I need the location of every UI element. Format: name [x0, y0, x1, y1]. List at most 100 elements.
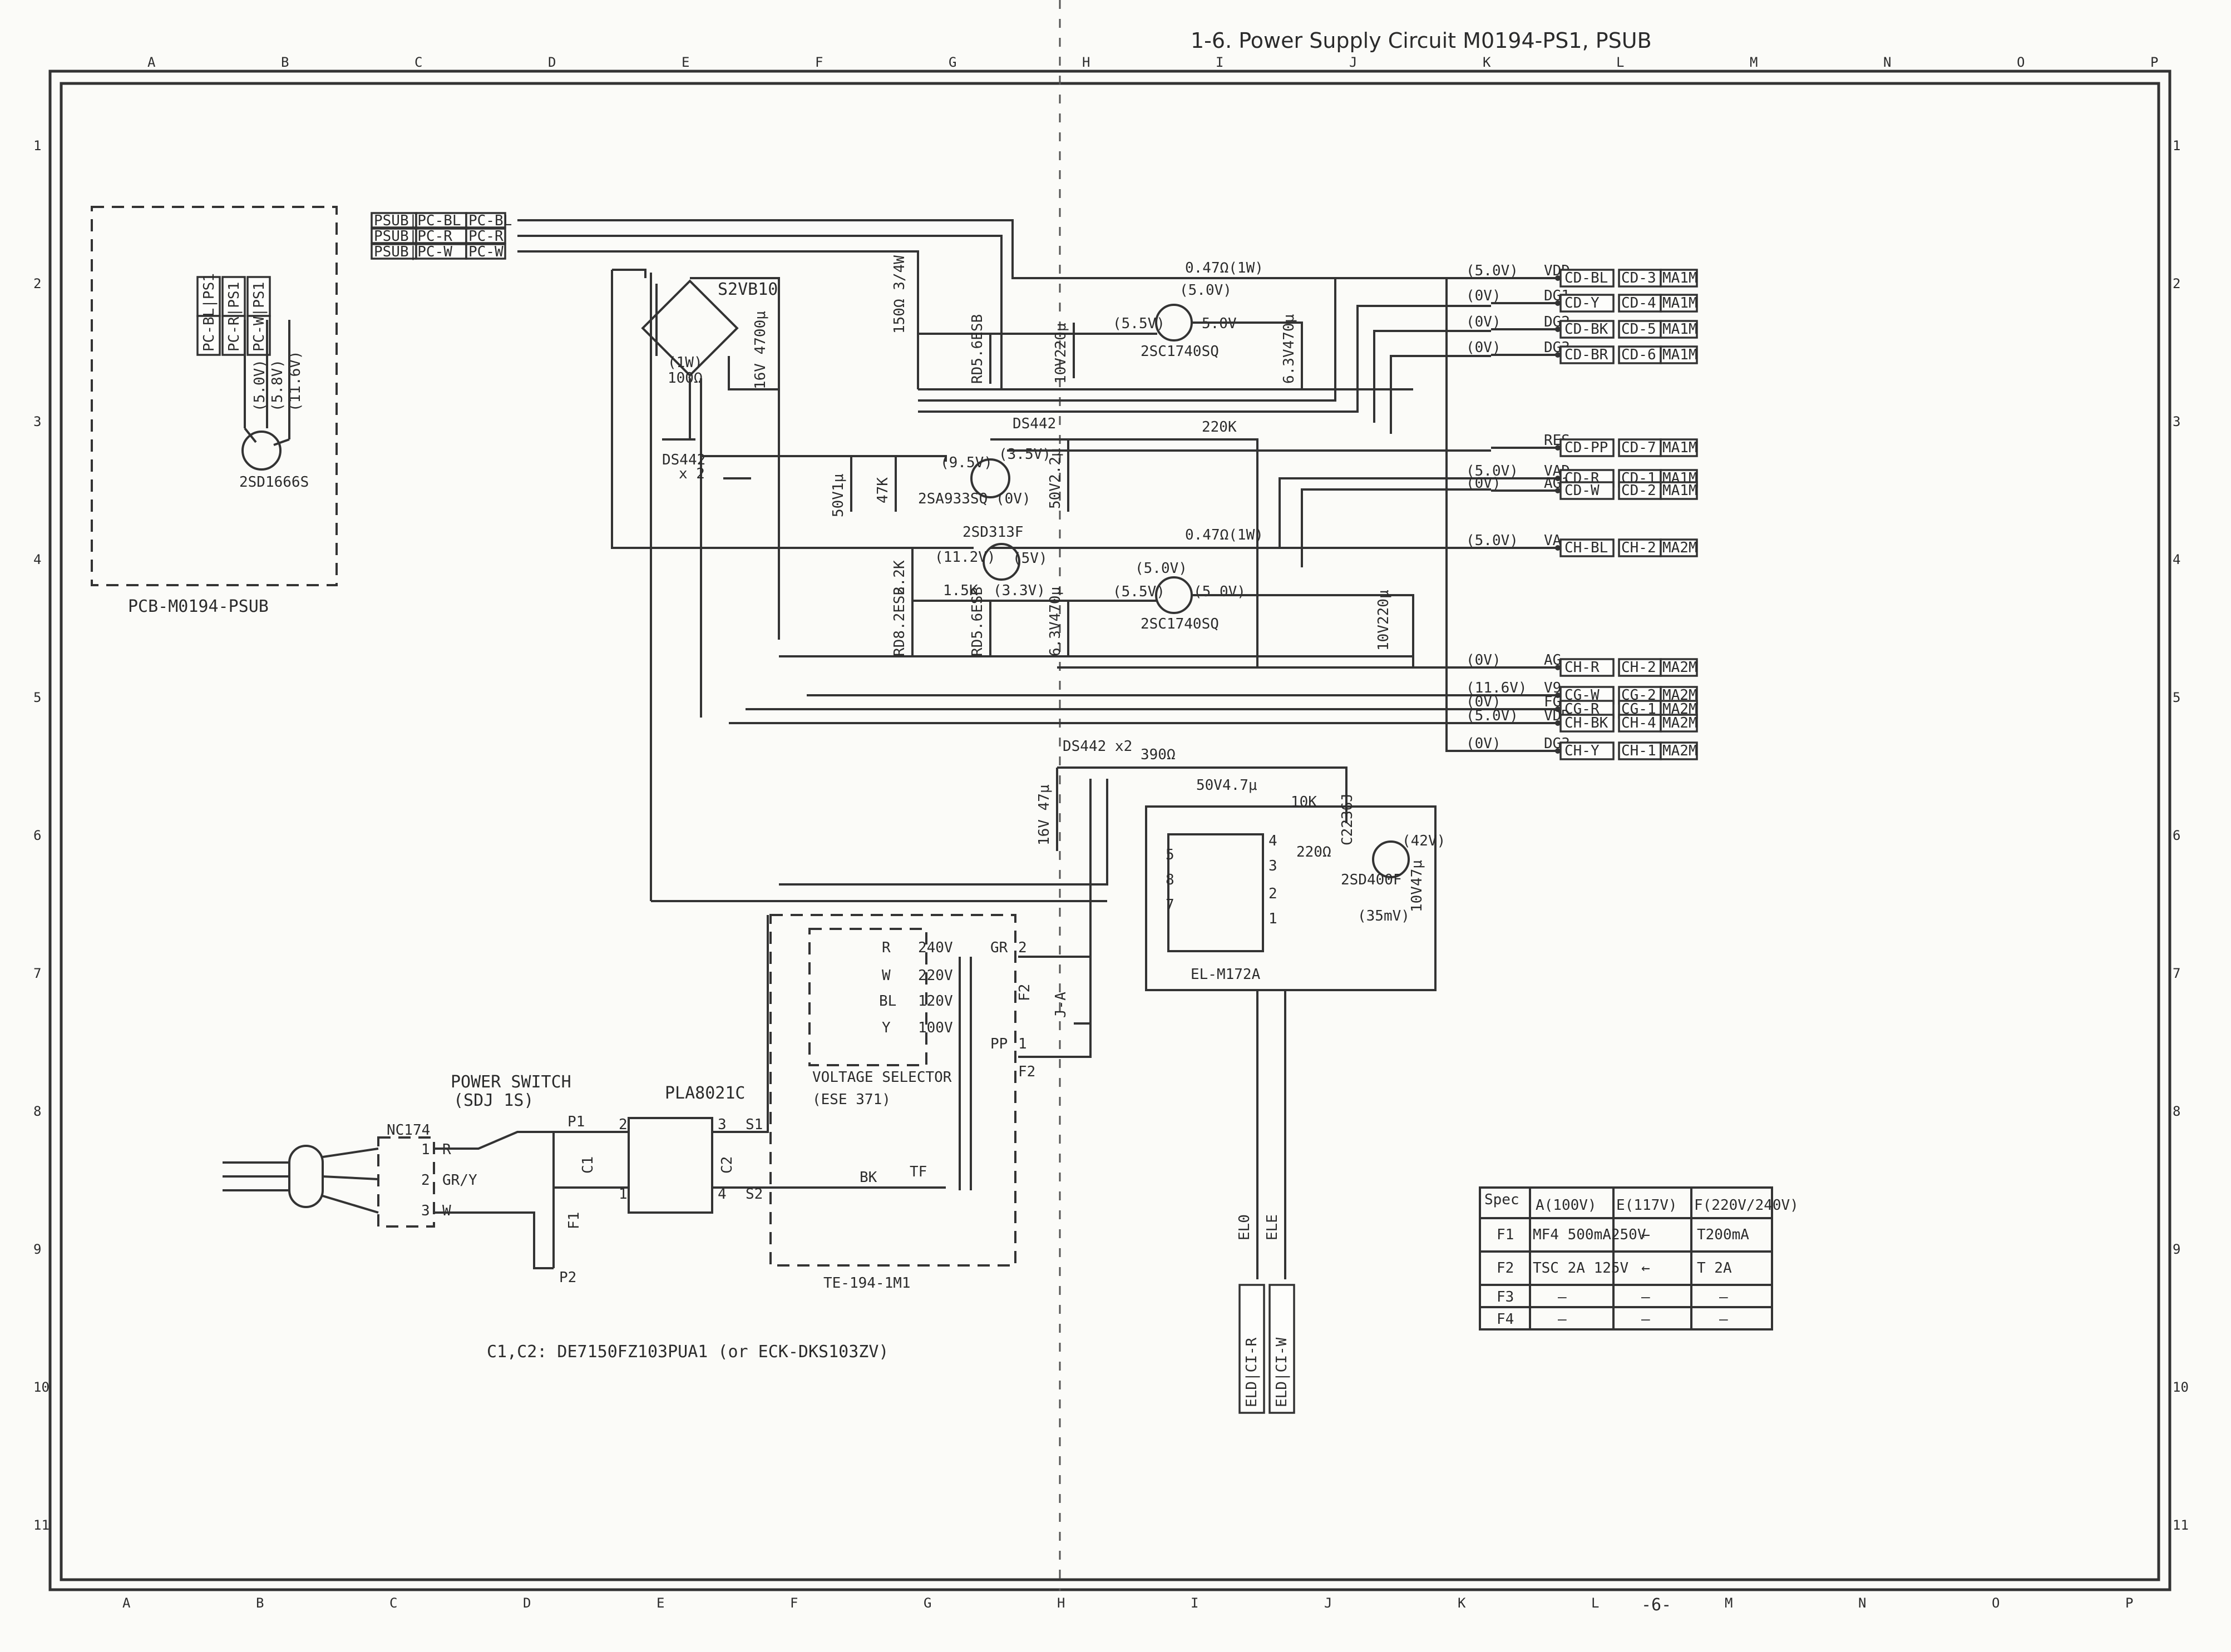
- input-plug-1: PSUB|PC-BL: [374, 212, 461, 229]
- ds442x2-count: x 2: [679, 466, 705, 482]
- tap-w-volt: 220V: [918, 967, 953, 984]
- grid-col-bottom: N: [1858, 1595, 1866, 1611]
- nc-num-2: 2: [421, 1172, 430, 1189]
- el-pin-4: 4: [1268, 833, 1277, 849]
- q-res-collector: (0V): [996, 491, 1031, 507]
- p1-label: P1: [567, 1114, 585, 1130]
- psub-connector-2: PC-R|PS1: [226, 282, 243, 352]
- input-target-1: PC-BL: [468, 212, 512, 229]
- r-22k-label: 2.2K: [891, 560, 908, 595]
- ds442-label: DS442: [1013, 416, 1056, 432]
- q-el-label: 2SD400F: [1341, 872, 1402, 888]
- tap-y-volt: 100V: [918, 1020, 953, 1036]
- output-plug: CD-BR: [1564, 347, 1608, 363]
- output-dest: CH-1: [1621, 743, 1656, 759]
- tap-r: R: [882, 939, 891, 956]
- sec-gr: GR: [990, 939, 1008, 956]
- nc174-label: NC174: [387, 1122, 430, 1139]
- q-va1-label: 2SD313F: [963, 524, 1024, 541]
- grid-row-left: 9: [33, 1242, 41, 1257]
- grid-col-bottom: F: [790, 1595, 798, 1611]
- grid-col-top: O: [2017, 55, 2025, 70]
- input-target-2: PC-R: [468, 228, 504, 245]
- tap-bl-volt: 120V: [918, 993, 953, 1010]
- ds442x2-label: DS442: [662, 452, 705, 468]
- psub-transistor-label: 2SD1666S: [239, 474, 309, 491]
- r-10k-label: 10K: [1291, 794, 1317, 810]
- q-vdd-base: (5.5V): [1113, 315, 1165, 332]
- q-res-symbol: [970, 458, 1010, 498]
- r-fuse-label: (1W): [668, 354, 703, 371]
- q-res-base: (9.5V): [940, 454, 993, 471]
- grid-row-right: 2: [2173, 276, 2180, 291]
- q-va1-symbol: [983, 543, 1020, 581]
- psub-connector-1: PC-BL|PS1: [201, 273, 218, 352]
- output-dest: CD-7: [1621, 439, 1656, 456]
- grid-col-top: E: [682, 55, 689, 70]
- psub-volt-1: (5.0V): [251, 359, 268, 412]
- grid-row-left: 7: [33, 966, 41, 981]
- c-16v47-label: 16V 47μ: [1036, 784, 1053, 845]
- c-50v47-label: 50V4.7μ: [1196, 777, 1257, 794]
- grid-row-right: 9: [2173, 1242, 2180, 1257]
- zener1-label: RD5.6ESB: [969, 314, 986, 384]
- grid-col-bottom: K: [1458, 1595, 1466, 1611]
- output-voltage: (0V): [1466, 652, 1501, 669]
- grid-col-top: B: [281, 55, 289, 70]
- el-pin-2: 2: [1268, 886, 1277, 902]
- q-va2-label: 2SC1740SQ: [1141, 616, 1219, 632]
- grid-col-top: C: [414, 55, 422, 70]
- nc-num-3: 3: [421, 1203, 430, 1219]
- el-pin-5: 5: [1166, 847, 1174, 863]
- grid-row-right: 11: [2173, 1517, 2189, 1533]
- sec-pin-1: 1: [1018, 1036, 1027, 1052]
- bridge-label: S2VB10: [718, 280, 778, 299]
- grid-row-right: 1: [2173, 138, 2180, 154]
- voltage-selector-box: [808, 928, 927, 1066]
- grid-col-top: D: [548, 55, 556, 70]
- el-conn-1: ELD|CI-W: [1274, 1337, 1290, 1407]
- output-voltage: (0V): [1466, 288, 1501, 304]
- q-el-symbol: [1372, 840, 1410, 878]
- power-switch-part: (SDJ 1S): [453, 1091, 534, 1110]
- zener2-label: RD8.2ESB: [891, 587, 908, 656]
- c-63v470-label: 6.3V470μ: [1281, 314, 1297, 384]
- output-plug: CD-PP: [1564, 439, 1608, 456]
- r-47k-label: 47K: [875, 477, 891, 503]
- output-voltage: (0V): [1466, 314, 1501, 330]
- fuse-f4-a: —: [1558, 1311, 1567, 1328]
- r-220-label: 220Ω: [1296, 844, 1331, 860]
- r-220k-label: 220K: [1202, 419, 1237, 436]
- tf-label: TF: [910, 1164, 927, 1180]
- el-out-1: ELE: [1264, 1214, 1281, 1240]
- sec-f2: F2: [1016, 984, 1033, 1001]
- output-plug: CD-BL: [1564, 270, 1608, 286]
- transformer-outline: [769, 914, 1016, 1267]
- q-va1-emitter: (5V): [1013, 550, 1048, 567]
- grid-row-right: 3: [2173, 414, 2180, 429]
- output-voltage: (5.0V): [1466, 532, 1518, 549]
- q-res-label: 2SA933SQ: [918, 491, 988, 507]
- f2-label: F2: [1018, 1064, 1035, 1080]
- output-voltage: (0V): [1466, 339, 1501, 356]
- fuse-f1-a: MF4 500mA250V: [1533, 1226, 1646, 1243]
- el-driver-box: [1145, 805, 1437, 991]
- grid-col-top: G: [949, 55, 956, 70]
- nc-pin-gry: GR/Y: [442, 1172, 477, 1189]
- el-connectors: ELD|CI-R ELD|CI-W: [1238, 1284, 1295, 1414]
- grid-col-bottom: P: [2125, 1595, 2133, 1611]
- grid-row-left: 3: [33, 414, 41, 429]
- output-board: MA2M: [1662, 540, 1697, 556]
- line-filter-label: PLA8021C: [665, 1084, 746, 1103]
- grid-col-top: K: [1483, 55, 1491, 70]
- grid-col-bottom: H: [1057, 1595, 1065, 1611]
- psub-connector-3: PC-W|PS1: [251, 282, 268, 352]
- grid-col-top: P: [2150, 55, 2158, 70]
